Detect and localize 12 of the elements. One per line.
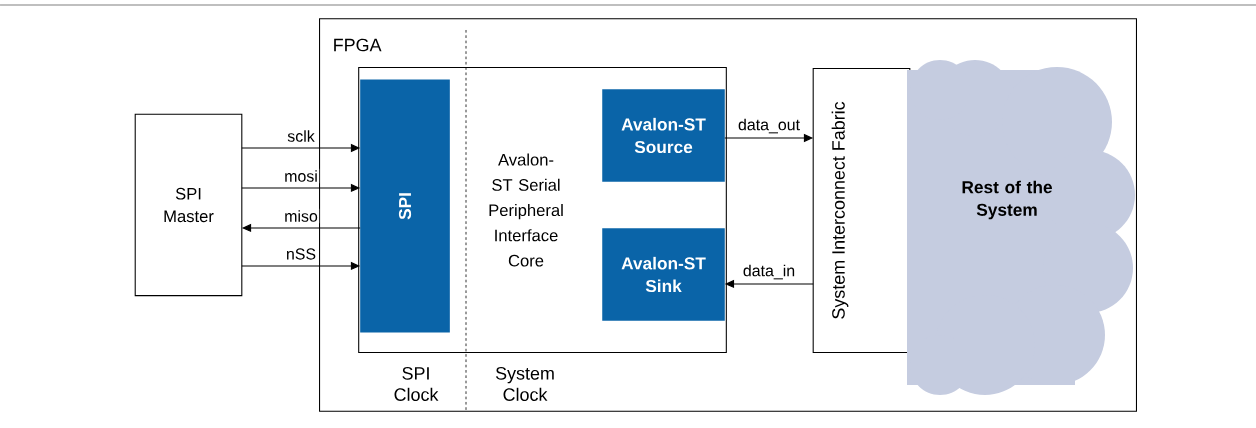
signal-label: nSS — [284, 247, 318, 261]
clock-label: System Clock — [495, 367, 554, 401]
master-box: SPI Master — [134, 113, 243, 297]
signal-label: miso — [282, 208, 320, 224]
interface-box: Avalon-ST Source — [602, 89, 725, 182]
signal-label: data_in — [741, 263, 797, 281]
clock-label: SPI Clock — [394, 367, 439, 401]
signal-label: mosi — [282, 168, 320, 184]
interface-bar: SPI — [360, 79, 450, 333]
signal-label: sclk — [285, 128, 317, 144]
interface-box: Avalon-ST Sink — [602, 228, 725, 321]
signal-label: data_out — [736, 117, 802, 135]
